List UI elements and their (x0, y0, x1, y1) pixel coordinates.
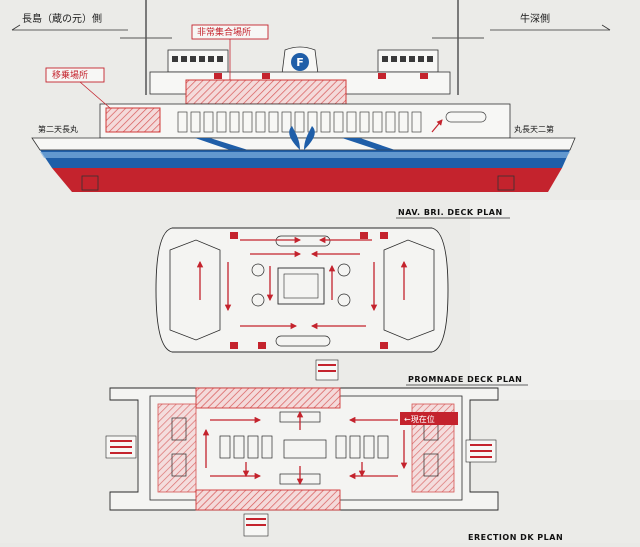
fore-bridge-hex (169, 239, 221, 341)
glare-reflection (470, 200, 640, 400)
left-direction-arrow (11, 24, 21, 31)
ship-side-elevation: F 第二天長丸 丸長天二第 非常集合場所 移乗場所 (31, 0, 576, 192)
transfer-place-label: 移乗場所 (52, 69, 88, 81)
plan1-title: NAV. BRI. DECK PLAN (398, 208, 503, 217)
aft-bridge-hex (383, 239, 435, 341)
current-location-label: ←現在位 (404, 414, 435, 424)
top-left-label: 長島（蔵の元）側 (22, 12, 102, 25)
right-direction-arrow (601, 24, 611, 31)
ship-name-left: 第二天長丸 (38, 124, 78, 134)
transfer-place-area-side (105, 107, 161, 133)
emergency-assembly-zone-bottom (195, 489, 341, 511)
plan3-title: ERECTION DK PLAN (468, 533, 563, 542)
emergency-assembly-label: 非常集合場所 (197, 26, 251, 38)
promenade-deck-plan: ←現在位 (105, 359, 499, 537)
plan2-title: PROMNADE DECK PLAN (408, 375, 522, 384)
hull-upper (31, 137, 576, 151)
current-location-marker (400, 412, 458, 425)
funnel-logo (291, 53, 309, 71)
top-right-label: 牛深側 (520, 12, 550, 25)
nav-bridge-deck-plan (155, 227, 449, 353)
ship-name-right: 丸長天二第 (514, 124, 554, 134)
emergency-assembly-zone-top (195, 387, 341, 409)
transfer-place-callout (45, 67, 105, 83)
central-table (277, 267, 325, 305)
hull-red-bottom (52, 168, 562, 192)
funnel-logo-letter: F (296, 56, 304, 69)
company-emblem (289, 126, 300, 150)
emergency-assembly-area-side (185, 79, 347, 105)
